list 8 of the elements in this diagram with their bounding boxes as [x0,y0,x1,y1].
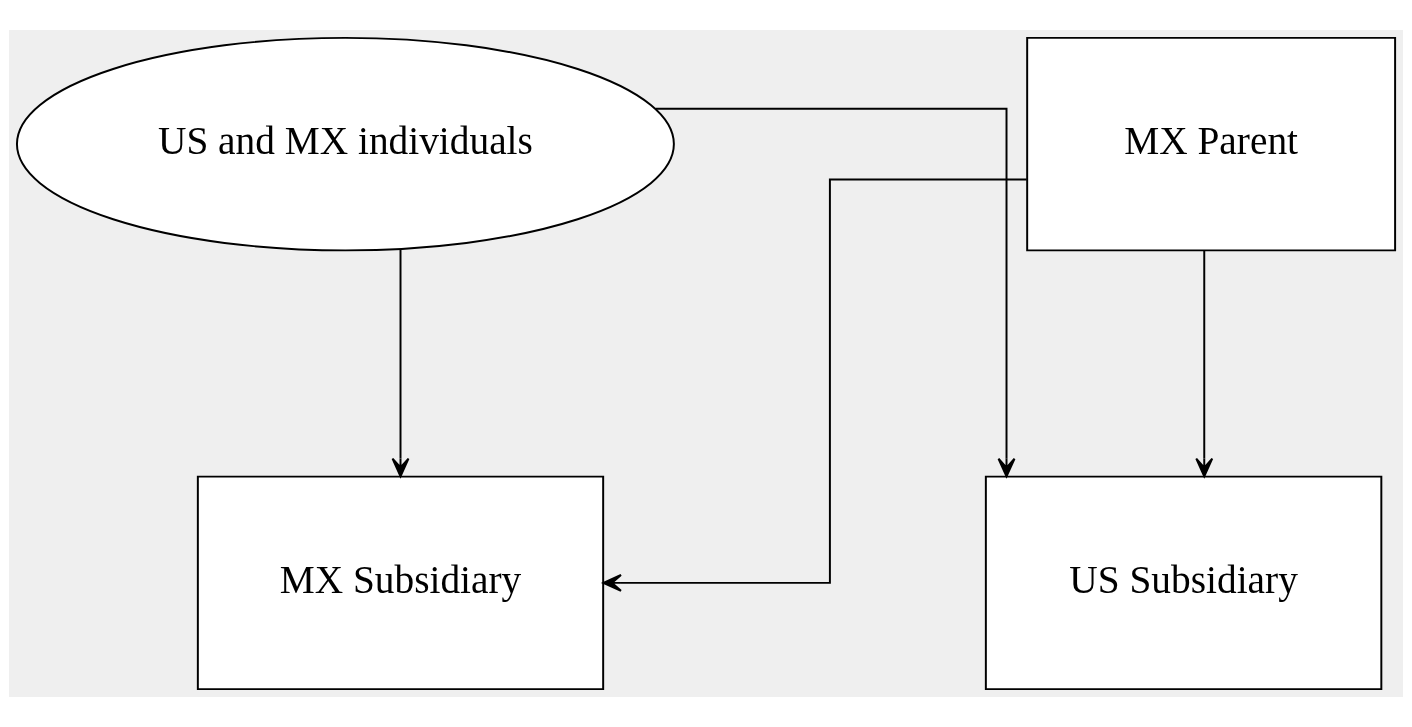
node-ellipse: US and MX individuals [15,36,675,252]
arrow [391,248,410,478]
arrow [1195,249,1214,478]
node-box: MX Subsidiary [196,475,605,691]
arrow [654,107,1016,478]
node-box: US Subsidiary [984,475,1383,691]
node-box: MX Parent [1026,36,1397,252]
arrow [602,178,1028,592]
